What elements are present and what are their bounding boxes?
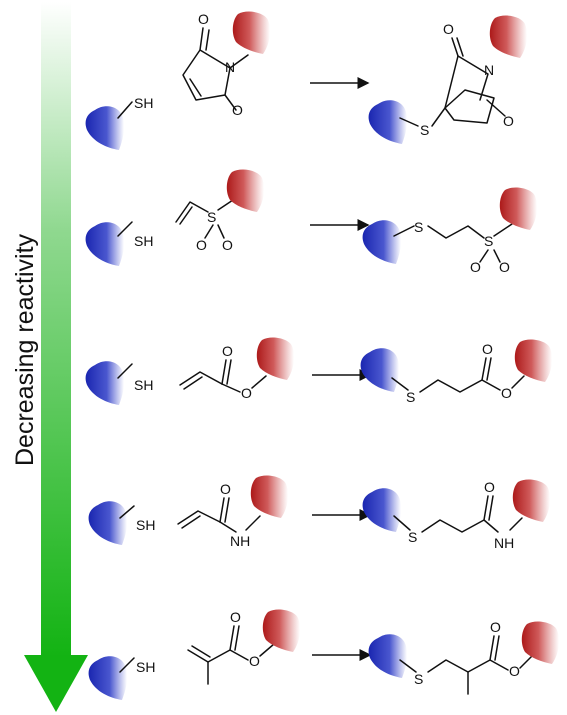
oxygen-label: O [249,653,260,669]
polymer-molecule [262,609,301,652]
nitrogen-label: N [225,59,235,75]
thiol-molecule [88,656,128,700]
nh-label: NH [230,533,250,549]
sulfur-label: S [414,219,423,235]
polymer-molecule [256,337,295,380]
reaction-acrylate: SH O O S O O [85,337,553,405]
oxygen-label: O [220,481,231,497]
reaction-vinyl-sulfone: SH S O O S S O O [85,169,538,275]
thiol-molecule [368,634,408,678]
polymer-molecule [521,621,560,664]
reaction-acrylamide: SH O NH S O NH [88,475,551,551]
polymer-molecule [514,339,553,382]
sulfur-label: S [406,389,415,405]
oxygen-label: O [230,609,241,625]
thiol-molecule [85,106,125,150]
sulfur-label: S [420,122,429,138]
thiol-molecule [85,361,125,405]
thiol-molecule [362,488,402,532]
decreasing-reactivity-arrow [24,2,88,712]
axis-label: Decreasing reactivity [11,233,39,466]
sh-label: SH [134,95,153,111]
oxygen-label: O [501,385,512,401]
polymer-molecule [232,11,271,54]
oxygen-label: O [503,113,514,129]
thiol-molecule [368,100,408,144]
oxygen-label: O [484,479,495,495]
thiol-molecule [85,222,125,266]
oxygen-label: O [198,11,209,27]
oxygen-label: O [232,102,243,118]
polymer-molecule [250,475,289,518]
oxygen-label: O [222,237,233,253]
sh-label: SH [134,233,153,249]
oxygen-label: O [196,237,207,253]
sh-label: SH [136,659,155,675]
oxygen-label: O [241,385,252,401]
polymer-molecule [499,187,538,230]
sulfur-label: S [408,529,417,545]
reaction-methacrylate: SH O O S O O [88,609,560,700]
nitrogen-label: N [484,62,494,78]
polymer-molecule [512,479,551,522]
sh-label: SH [136,517,155,533]
oxygen-label: O [499,259,510,275]
thiol-molecule [88,501,128,545]
sulfur-label: S [484,233,493,249]
thiol-molecule [360,348,400,392]
thiol-molecule [362,220,402,264]
oxygen-label: O [509,663,520,679]
oxygen-label: O [482,341,493,357]
sulfur-label: S [207,209,216,225]
oxygen-label: O [470,259,481,275]
polymer-molecule [489,15,528,58]
oxygen-label: O [222,343,233,359]
polymer-molecule [226,169,265,212]
reaction-maleimide: SH O O N S O O N [85,11,528,150]
oxygen-label: O [490,619,501,635]
nh-label: NH [494,535,514,551]
oxygen-label: O [443,21,454,37]
sulfur-label: S [414,671,423,687]
sh-label: SH [134,377,153,393]
